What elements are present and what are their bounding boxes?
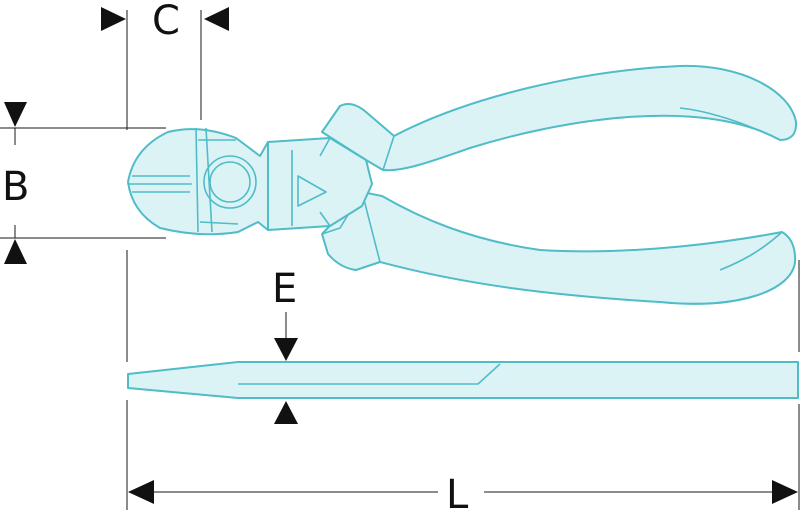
- upper-handle: [321, 64, 798, 172]
- pliers-side-view: [127, 361, 799, 399]
- c-arrow-right: [204, 7, 229, 31]
- l-arrow-right: [772, 480, 798, 504]
- side-profile: [127, 361, 799, 399]
- lower-handle: [321, 191, 797, 305]
- b-arrow-top: [4, 102, 27, 127]
- pliers-neck: [267, 137, 373, 231]
- head-facets: [195, 127, 239, 233]
- c-arrow-left: [101, 7, 126, 31]
- neck-triangle: [297, 175, 327, 207]
- dimension-label-c: C: [152, 0, 180, 44]
- e-arrow-down: [274, 338, 298, 361]
- dimension-label-l: L: [446, 472, 469, 511]
- upper-handle-edge: [321, 105, 781, 171]
- pivot-rivet-ring: [203, 155, 257, 209]
- b-arrow-bottom: [4, 239, 27, 264]
- dimension-label-e: E: [272, 266, 297, 312]
- dimension-arrows: [4, 7, 798, 504]
- side-profile-step: [238, 363, 501, 385]
- jaw-seam: [128, 175, 192, 193]
- l-arrow-left: [128, 480, 154, 504]
- e-arrow-up: [274, 401, 298, 424]
- dimension-lines: [0, 10, 800, 510]
- dimension-label-b: B: [2, 164, 29, 210]
- pliers-top-view: [127, 64, 798, 305]
- pivot-rivet: [209, 161, 251, 203]
- neck-lines: [291, 137, 331, 227]
